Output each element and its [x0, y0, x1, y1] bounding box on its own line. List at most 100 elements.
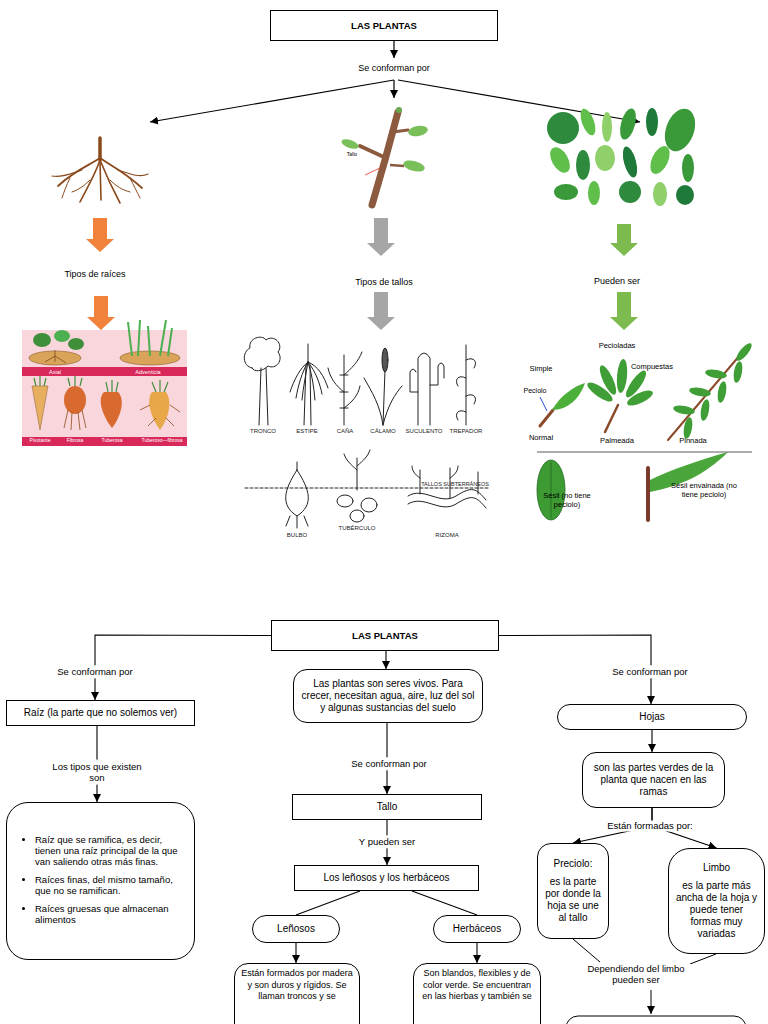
roots-illustration — [118, 170, 148, 176]
roots-illustration — [58, 158, 100, 186]
connector-label: Se conforman por — [593, 665, 707, 678]
root-types-illustration — [140, 405, 180, 426]
leaves-illustration — [646, 108, 658, 136]
part-label: Compuestas — [625, 363, 679, 372]
root-types-illustration — [152, 380, 168, 392]
roots-illustration — [62, 178, 70, 198]
stem-illustration — [360, 146, 386, 158]
part-label: Palmeada — [594, 437, 640, 446]
leaves-illustration — [659, 105, 700, 156]
part-label: BULBO — [277, 532, 317, 539]
node-label: LAS PLANTAS — [352, 630, 418, 641]
leaves-illustration — [546, 144, 574, 176]
leaves-illustration — [682, 154, 694, 182]
root-types-illustration — [68, 376, 82, 386]
node-label: LAS PLANTAS — [351, 20, 417, 31]
process-box: Hojas — [557, 704, 747, 730]
roots-illustration — [110, 180, 130, 192]
leaf-types-illustration — [699, 398, 711, 421]
stem-types-illustration — [350, 510, 364, 522]
top-arrow — [393, 80, 394, 98]
connector-arrow — [651, 730, 652, 752]
connector-arrow — [385, 651, 386, 669]
stem-types-illustration — [337, 495, 353, 507]
block-arrow — [367, 292, 395, 330]
stem-illustration — [402, 158, 426, 173]
part-label: Tallo — [337, 152, 367, 158]
block-arrow — [86, 218, 114, 252]
node-label: Los leñosos y los herbáceos — [323, 872, 449, 884]
connector-label: Se conforman por — [332, 757, 446, 770]
block-arrow — [87, 296, 115, 330]
merge-line — [690, 954, 716, 964]
stem-types-illustration — [364, 370, 402, 425]
root-types-illustration — [22, 367, 187, 376]
stem-types-illustration — [361, 498, 377, 512]
node-text: es la parte más ancha de la hoja y puede… — [675, 880, 758, 940]
stem-types-illustration — [408, 490, 486, 508]
description-box: Las plantas son seres vivos. Para crecer… — [293, 669, 483, 723]
node-label: Son blandos, flexibles y de color verde.… — [420, 968, 534, 1003]
roots-illustration — [52, 170, 82, 176]
stem-types-illustration — [456, 345, 475, 425]
connector-note: Están formadas por: — [605, 821, 695, 832]
merge-line — [651, 990, 652, 1014]
stem-illustration — [396, 107, 402, 113]
description-box: Preciolo:es la parte por donde la hoja s… — [537, 843, 609, 939]
stem-types-illustration — [244, 337, 280, 371]
roots-illustration — [100, 160, 120, 203]
leaf-types-illustration — [732, 360, 744, 383]
leaf-types-illustration — [646, 468, 650, 520]
leaves-illustration — [576, 150, 590, 180]
top-arrow — [398, 80, 640, 122]
root-types-illustration — [29, 351, 81, 365]
part-label: Normal — [524, 434, 558, 443]
stem-types-illustration — [259, 368, 268, 425]
block-arrow — [367, 218, 395, 256]
list-item: Raíces finas, del mismo tamaño, que no s… — [35, 874, 188, 897]
part-label: TALLOS SUBTERRÁNEOS — [415, 481, 495, 487]
part-label: Tuberosa — [96, 438, 128, 444]
leaves-illustration — [588, 181, 600, 205]
title-box: LAS PLANTAS — [271, 620, 499, 651]
leaf-types-illustration — [716, 380, 728, 403]
leaf-types-illustration — [734, 341, 754, 363]
stem-types-illustration — [382, 348, 388, 372]
part-label: Pivotante — [24, 438, 56, 444]
roots-illustration — [100, 158, 142, 188]
part-label: Tuberoso—fibrosa — [139, 438, 185, 444]
block-arrow — [86, 218, 638, 330]
roots-illustration — [100, 162, 101, 200]
part-label: Pecioladas — [587, 342, 647, 351]
roots-illustration — [98, 138, 102, 160]
part-label: ESTIPE — [287, 428, 327, 435]
roots-illustration — [52, 138, 148, 203]
leaves-illustration — [619, 181, 641, 203]
stem-types-illustration — [244, 337, 490, 528]
leaf-types-illustration — [552, 383, 585, 410]
part-label: TUBÉRCULO — [332, 525, 382, 532]
heading-label: Tipos de raíces — [40, 269, 150, 279]
stem-types-illustration — [410, 353, 444, 425]
part-label: CAÑA — [327, 428, 363, 435]
stem-types-illustration — [286, 462, 308, 528]
stem-illustration — [365, 168, 380, 175]
leaves-illustration — [653, 182, 667, 206]
merge-line — [566, 1016, 746, 1024]
root-types-illustration — [106, 380, 118, 392]
leaf-types-illustration — [704, 368, 727, 380]
root-types-illustration — [128, 320, 172, 356]
leaves-illustration — [676, 185, 694, 205]
connector-arrow — [296, 891, 360, 915]
roots-illustration — [72, 180, 90, 192]
list-item: Raíz que se ramifica, es decir, tienen u… — [35, 834, 188, 868]
root-types-illustration — [34, 376, 46, 386]
leaf-types-illustration — [597, 363, 620, 396]
leaf-types-illustration — [668, 355, 740, 440]
description-box: son las partes verdes de la planta que n… — [582, 752, 725, 808]
title-box: LAS PLANTAS — [270, 10, 498, 41]
stem-types-illustration — [304, 365, 311, 425]
leaf-types-illustration — [625, 388, 655, 409]
roots-illustration — [130, 178, 140, 198]
